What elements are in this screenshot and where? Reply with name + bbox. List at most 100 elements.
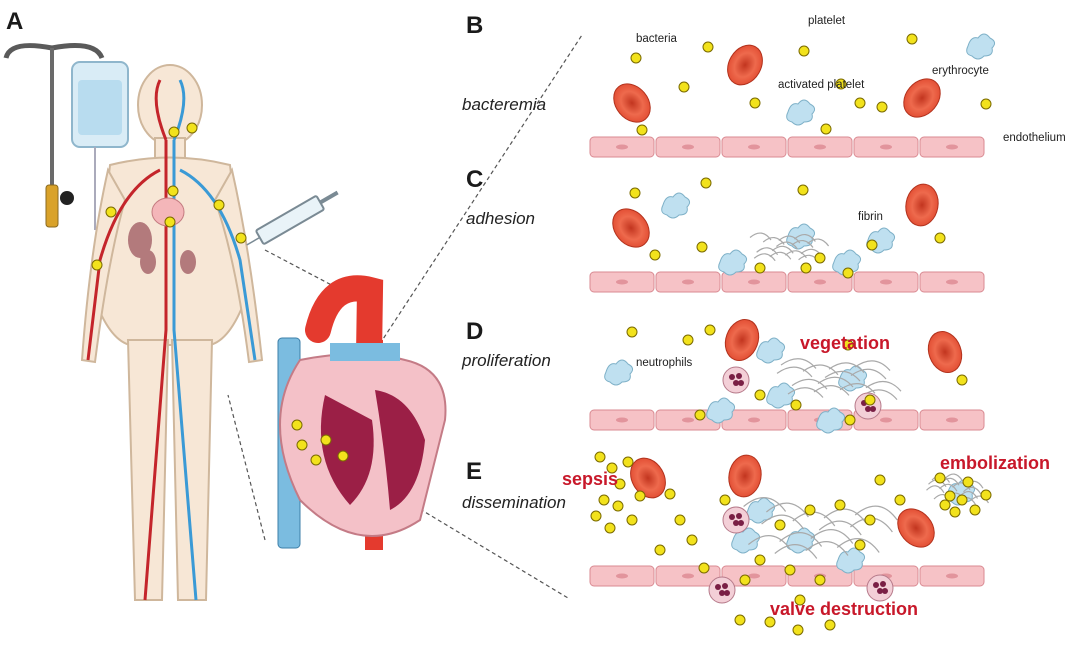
label-neutrophils: neutrophils <box>636 357 693 369</box>
cell-nucleus <box>946 279 958 285</box>
bacterium-icon <box>629 187 641 199</box>
fibrin-strand <box>761 514 805 530</box>
bacterium-icon <box>654 544 666 556</box>
cell-nucleus <box>880 144 892 150</box>
fibrin-strand <box>776 366 813 378</box>
heart <box>277 275 447 550</box>
bacterium-icon <box>719 494 731 506</box>
neutrophil-icon <box>722 366 750 394</box>
panel-letter-a: A <box>6 8 24 35</box>
neutrophils <box>708 366 894 604</box>
bacterium-icon <box>939 499 951 511</box>
bacterium-icon <box>696 241 708 253</box>
erythrocyte-icon <box>630 457 666 499</box>
fibrin-strand <box>791 240 814 248</box>
bacterium-icon <box>636 124 648 136</box>
fibrin-strand <box>824 370 861 382</box>
bacterium-icon <box>649 249 661 261</box>
erythrocyte-icon <box>903 78 941 118</box>
cell-nucleus <box>748 144 760 150</box>
fibrin-strand <box>807 238 830 247</box>
neutrophil-icon <box>722 506 750 534</box>
fibrin-strand <box>774 544 818 559</box>
bacterium-icon <box>784 564 796 576</box>
bacterium-icon <box>790 399 802 411</box>
label-activated-platelet: activated platelet <box>778 79 865 91</box>
iv-bag-icon <box>71 61 129 230</box>
bacterium-icon <box>664 488 676 500</box>
fibrin-strand <box>769 251 792 260</box>
bacterium-icon <box>944 490 956 502</box>
bacterium-icon <box>794 594 806 606</box>
platelet-icon <box>786 99 816 126</box>
stage-bacteremia: bacteremia <box>462 95 547 114</box>
label-embolization: embolization <box>940 453 1051 473</box>
bacterium-icon <box>698 562 710 574</box>
bacterium-icon <box>792 624 804 636</box>
human-body <box>3 43 339 601</box>
platelet-icon <box>731 527 761 554</box>
bacterium-icon <box>764 616 776 628</box>
bacterium-icon <box>844 414 856 426</box>
bacterium-icon <box>814 252 826 264</box>
platelet-icon <box>836 547 866 574</box>
bacterium-icon <box>814 574 826 586</box>
fibrin-strand <box>787 387 824 398</box>
erythrocyte-icon <box>927 331 963 373</box>
bacterium-icon <box>604 522 616 534</box>
bacterium-icon <box>630 52 642 64</box>
bacterium-icon <box>980 98 992 110</box>
fibrin-strand <box>865 380 902 392</box>
bacterium-icon <box>864 514 876 526</box>
fibrin-strand <box>805 541 849 556</box>
bacterium-icon <box>700 177 712 189</box>
panel-letter-c: C <box>466 166 484 193</box>
bacterium-icon <box>800 262 812 274</box>
erythrocyte-icon <box>612 208 650 248</box>
fibrin-strand <box>818 520 862 536</box>
cell-nucleus <box>616 279 628 285</box>
bacterium-icon <box>754 554 766 566</box>
bacterium-icon <box>702 41 714 53</box>
cell-nucleus <box>616 417 628 423</box>
platelet-icon <box>756 337 786 364</box>
bacterium-icon <box>590 510 602 522</box>
bacterium-icon <box>622 456 634 468</box>
cell-nucleus <box>814 144 826 150</box>
cell-nucleus <box>616 144 628 150</box>
bacterium-icon <box>874 474 886 486</box>
stage-proliferation: proliferation <box>462 351 551 370</box>
syringe-icon <box>246 190 339 246</box>
fibrin-strand <box>854 505 898 521</box>
bacterium-icon <box>842 339 854 351</box>
bacterium-icon <box>754 262 766 274</box>
bacterium-icon <box>962 476 974 488</box>
platelet-icon <box>746 497 776 524</box>
cell-nucleus <box>946 144 958 150</box>
bacterium-icon <box>704 324 716 336</box>
fibrin-strand <box>854 360 891 371</box>
cell-nucleus <box>748 417 760 423</box>
body-silhouette <box>80 64 264 601</box>
fibrin-strand <box>939 483 958 492</box>
label-platelet: platelet <box>808 15 846 27</box>
stage-adhesion: adhesion <box>466 209 536 228</box>
neutrophil-icon <box>708 576 736 604</box>
erythrocyte-icon <box>613 83 651 123</box>
cell-nucleus <box>682 279 694 285</box>
bacterium-icon <box>969 504 981 516</box>
cell-nucleus <box>946 573 958 579</box>
bacterium-icon <box>804 504 816 516</box>
erythrocyte-icon <box>727 44 763 86</box>
erythrocyte-icon <box>905 183 939 227</box>
platelet-icon <box>661 192 691 219</box>
bacterium-icon <box>694 409 706 421</box>
fibrin-strand <box>944 473 964 482</box>
label-endothelium: endothelium <box>1003 132 1066 144</box>
bacterium-icon <box>949 506 961 518</box>
bacterium-icon <box>626 514 638 526</box>
bacterium-icon <box>864 394 876 406</box>
fibrin-strand <box>743 497 787 512</box>
fibrin-strand <box>776 241 798 250</box>
bacterium-icon <box>614 478 626 490</box>
